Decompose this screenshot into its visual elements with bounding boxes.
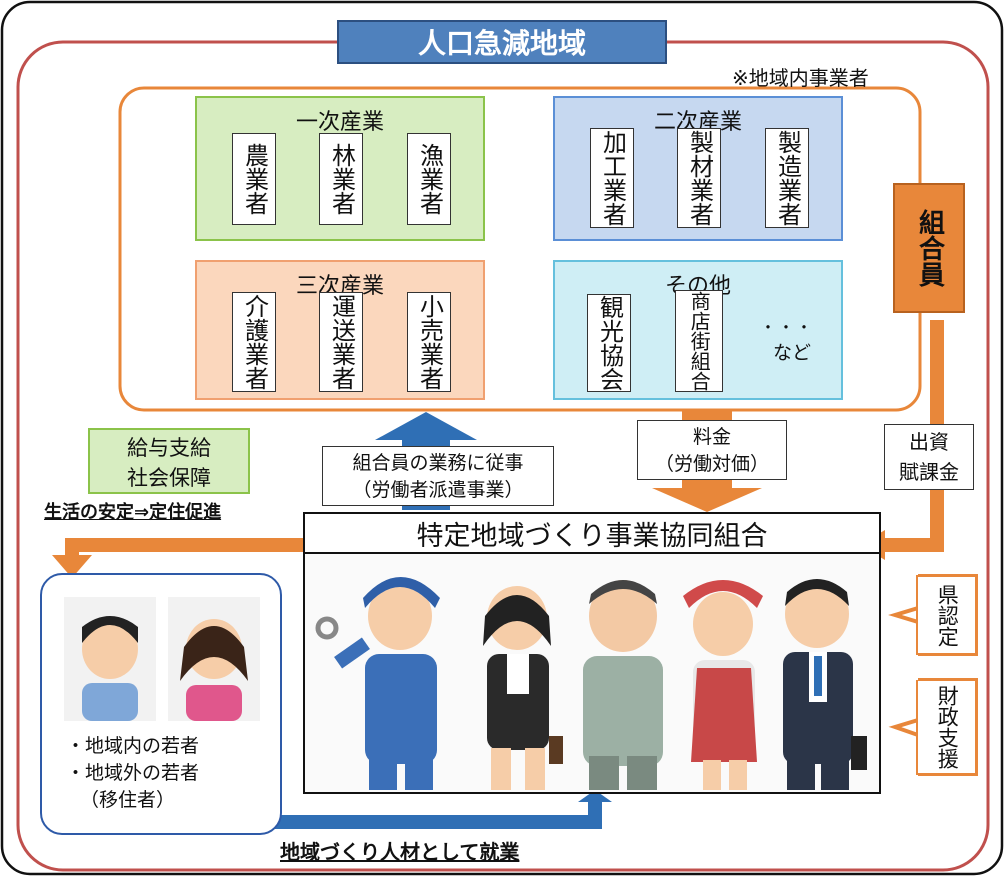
fee-label-line2: （労働対価） — [654, 453, 769, 475]
investment-box: 出資 賦課金 — [884, 424, 974, 490]
item-retail: 小売業者 — [407, 292, 451, 392]
work-arrow-head — [375, 412, 477, 440]
sector-primary-title: 一次産業 — [295, 110, 384, 135]
office-man-figure — [783, 579, 867, 790]
prefecture-cert-label: 県認定 — [935, 583, 960, 647]
item-forester: 林業者 — [319, 133, 363, 225]
salary-line2: 社会保障 — [127, 466, 211, 490]
fiscal-support-label: 財政支援 — [935, 685, 960, 769]
fiscal-support-box: 財政支援 — [918, 678, 978, 776]
item-sawmill: 製材業者 — [677, 128, 721, 228]
young-man-figure — [64, 597, 156, 721]
salary-line1: 給与支給 — [127, 436, 211, 460]
sector-tertiary: 三次産業 介護業者 運送業者 小売業者 — [195, 260, 485, 400]
item-transport: 運送業者 — [319, 292, 363, 392]
cert-callout-chevron — [888, 575, 920, 655]
member-box: 組合員 — [893, 183, 965, 313]
youth-to-coop-arrowhead — [578, 790, 612, 802]
employment-label: 地域づくり人材として就業 — [280, 840, 520, 864]
older-worker-figure — [583, 580, 663, 790]
stability-label: 生活の安定⇒定住促進 — [44, 502, 222, 523]
work-label-line1: 組合員の業務に従事 — [352, 452, 524, 474]
item-fisher: 漁業者 — [407, 133, 451, 225]
item-farmer: 農業者 — [232, 133, 276, 225]
region-title: 人口急減地域 — [337, 20, 667, 64]
etc-dots: ・・・ — [760, 318, 815, 337]
cooperative-title: 特定地域づくり事業協同組合 — [305, 514, 879, 554]
region-title-text: 人口急減地域 — [417, 27, 586, 60]
fee-arrow-head — [652, 488, 762, 512]
apron-woman-figure — [683, 580, 763, 790]
youth-box: ・地域内の若者 ・地域外の若者 （移住者） — [40, 573, 282, 835]
coop-to-youth-arrowhead — [52, 555, 92, 578]
item-shopping-assoc: 商店街組合 — [675, 290, 723, 392]
sector-other: その他 観光協会 商店街組合 ・・・ など — [553, 260, 843, 400]
salary-box: 給与支給 社会保障 — [88, 428, 250, 494]
fiscal-callout-chevron — [888, 680, 920, 775]
cooperative-box: 特定地域づくり事業協同組合 — [303, 512, 881, 794]
sector-primary: 一次産業 農業者 林業者 漁業者 — [195, 96, 485, 241]
cooperative-title-text: 特定地域づくり事業協同組合 — [416, 520, 768, 552]
fee-arrow-label: 料金 （労働対価） — [637, 420, 787, 480]
item-tourism: 観光協会 — [587, 294, 631, 392]
work-arrow-label: 組合員の業務に従事 （労働者派遣事業） — [322, 446, 554, 506]
youth-illustration — [64, 597, 260, 721]
item-care: 介護業者 — [232, 292, 276, 392]
work-label-line2: （労働者派遣事業） — [352, 479, 524, 501]
workers-illustration — [315, 577, 867, 790]
young-woman-figure — [168, 597, 260, 721]
office-woman-figure — [483, 586, 563, 790]
coop-to-youth-line — [65, 538, 305, 560]
mechanic-figure — [315, 577, 440, 790]
investment-line1: 出資 — [909, 430, 949, 454]
fee-label-line1: 料金 — [692, 426, 731, 448]
item-manufacturer: 製造業者 — [765, 128, 809, 228]
etc-label: など — [773, 342, 812, 364]
prefecture-cert-box: 県認定 — [918, 574, 978, 656]
youth-line2: ・地域外の若者 — [66, 762, 200, 784]
sector-secondary: 二次産業 加工業者 製材業者 製造業者 — [553, 96, 843, 241]
member-to-coop-line — [885, 320, 944, 552]
youth-line1: ・地域内の若者 — [66, 735, 200, 757]
investment-line2: 賦課金 — [899, 460, 959, 484]
business-note: ※地域内事業者 — [732, 66, 869, 90]
youth-line3: （移住者） — [80, 789, 176, 811]
youth-to-coop-line — [270, 800, 602, 829]
member-label: 組合員 — [914, 209, 945, 287]
youth-text: ・地域内の若者 ・地域外の若者 （移住者） — [66, 733, 199, 814]
item-processor: 加工業者 — [590, 128, 634, 228]
